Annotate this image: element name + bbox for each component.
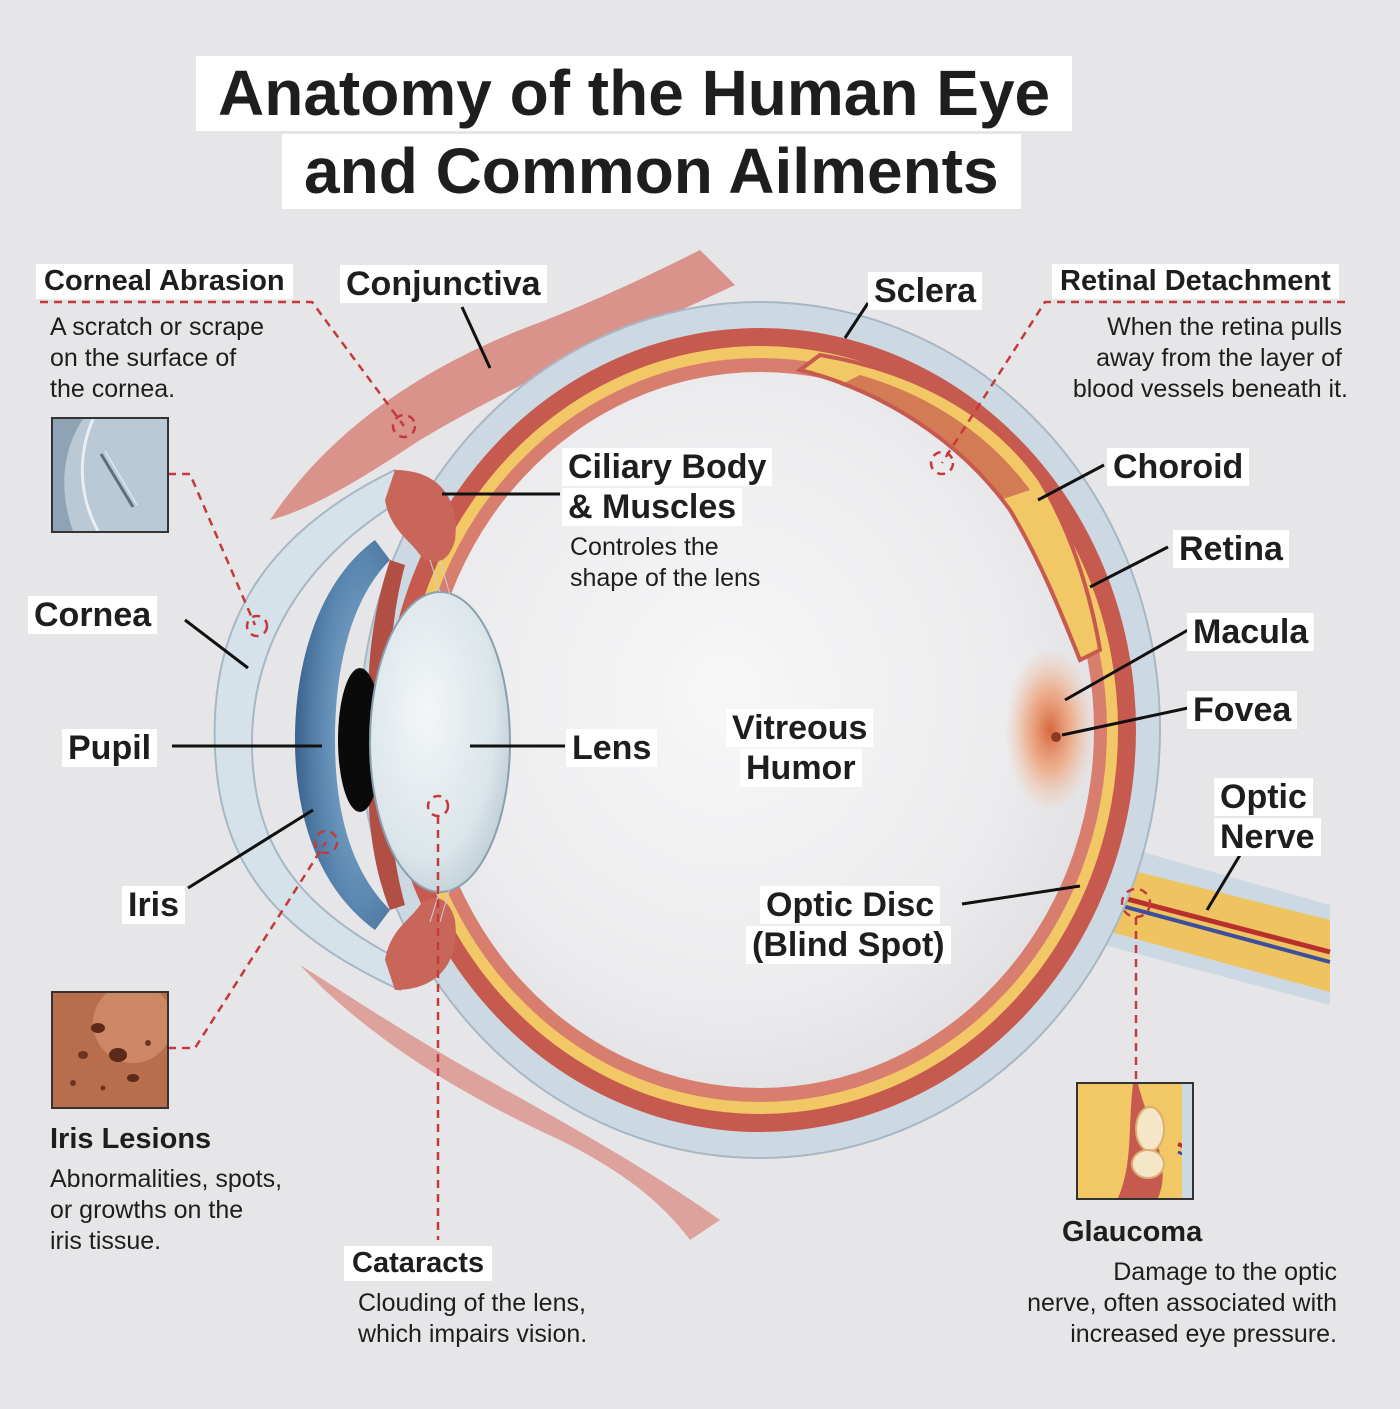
retinal-detachment-desc-3: blood vessels beneath it. — [1072, 375, 1348, 403]
label-lens: Lens — [566, 729, 658, 767]
glaucoma-desc-3: increased eye pressure. — [1070, 1320, 1337, 1348]
label-vitreous-line-1: Vitreous — [726, 709, 874, 747]
lens-shape — [369, 591, 511, 893]
glaucoma-thumbnail — [1076, 1082, 1194, 1200]
label-iris: Iris — [122, 886, 186, 924]
retinal-detachment-desc-1: When the retina pulls — [1107, 313, 1342, 341]
cornea — [213, 468, 412, 992]
label-pupil: Pupil — [62, 729, 158, 767]
label-optic-disc-line-1: Optic Disc — [760, 886, 941, 924]
corneal-abrasion-title: Corneal Abrasion — [36, 264, 293, 299]
title-line-2: and Common Ailments — [282, 134, 1021, 210]
label-sclera: Sclera — [868, 272, 983, 310]
lower-eyelid-muscle — [300, 965, 720, 1240]
corneal-abrasion-desc-1: A scratch or scrape — [50, 313, 264, 341]
zonule-fibers — [429, 559, 451, 923]
iris-lesions-desc-2: or growths on the — [50, 1196, 244, 1224]
cataracts-desc-1: Clouding of the lens, — [358, 1289, 586, 1317]
leader-lines — [172, 302, 1242, 911]
label-vitreous-line-2: Humor — [740, 749, 862, 787]
iris-lesions-desc-1: Abnormalities, spots, — [50, 1165, 283, 1193]
label-macula: Macula — [1187, 613, 1315, 651]
fovea-pit — [1051, 732, 1061, 742]
iris-lesions-title: Iris Lesions — [50, 1123, 212, 1155]
glaucoma-desc-2: nerve, often associated with — [1027, 1289, 1337, 1317]
ciliary-desc-line-1: Controles the — [570, 533, 719, 561]
label-fovea: Fovea — [1187, 691, 1298, 729]
ailment-callouts — [40, 300, 1345, 1240]
label-optic-nerve-line-1: Optic — [1214, 778, 1313, 816]
retinal-detachment-title: Retinal Detachment — [1052, 264, 1339, 299]
label-ciliary-line-2: & Muscles — [562, 488, 743, 526]
cataracts-title: Cataracts — [344, 1246, 493, 1281]
iris-lesions-desc-3: iris tissue. — [50, 1227, 162, 1255]
optic-nerve-vessel-blue — [1084, 894, 1331, 964]
glaucoma-desc-1: Damage to the optic — [1113, 1258, 1337, 1286]
cataracts-desc-2: which impairs vision. — [358, 1320, 588, 1348]
corneal-abrasion-desc-2: on the surface of — [50, 344, 237, 372]
iris-lesions-thumbnail — [51, 991, 169, 1109]
ciliary-body-upper — [385, 470, 456, 563]
label-ciliary-line-1: Ciliary Body — [562, 448, 773, 486]
label-retina: Retina — [1173, 530, 1289, 568]
corneal-abrasion-thumbnail — [51, 417, 169, 533]
label-choroid: Choroid — [1107, 448, 1250, 486]
macula-spot — [1005, 648, 1095, 812]
title-line-1: Anatomy of the Human Eye — [196, 56, 1073, 132]
label-cornea: Cornea — [28, 596, 158, 634]
corneal-abrasion-desc-3: the cornea. — [50, 375, 176, 403]
retinal-detachment-desc-2: away from the layer of — [1096, 344, 1342, 372]
ciliary-desc-line-2: shape of the lens — [570, 564, 761, 592]
label-optic-disc-line-2: (Blind Spot) — [746, 926, 951, 964]
glaucoma-title: Glaucoma — [1062, 1216, 1203, 1248]
retinal-detachment-pocket — [840, 375, 1030, 500]
label-conjunctiva: Conjunctiva — [340, 265, 547, 303]
label-optic-nerve-line-2: Nerve — [1214, 818, 1321, 856]
upper-eyelid-muscle — [270, 250, 735, 520]
